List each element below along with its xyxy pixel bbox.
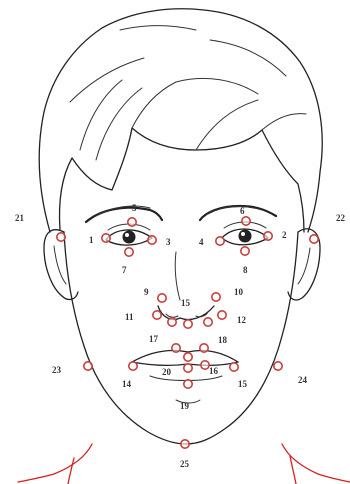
hair-outline xyxy=(39,9,322,232)
landmark-point-22 xyxy=(310,235,318,243)
landmark-label-14: 14 xyxy=(122,379,132,389)
landmark-label-20: 20 xyxy=(162,367,172,377)
landmark-point-3 xyxy=(148,236,156,244)
landmark-label-23: 23 xyxy=(52,365,62,375)
landmark-point-15a xyxy=(184,320,192,328)
landmark-point-19 xyxy=(184,380,192,388)
landmark-label-21: 21 xyxy=(15,213,25,223)
landmark-label-2: 2 xyxy=(282,230,287,240)
landmark-label-7: 7 xyxy=(122,265,127,275)
landmark-point-2 xyxy=(264,232,272,240)
landmark-label-3: 3 xyxy=(166,237,171,247)
landmark-point-15b xyxy=(230,363,238,371)
landmark-point-4 xyxy=(216,237,224,245)
landmark-point-5 xyxy=(128,218,136,226)
landmark-point-23 xyxy=(84,362,92,370)
landmark-label-5: 5 xyxy=(132,203,137,213)
landmark-label-17: 17 xyxy=(149,334,159,344)
landmark-points xyxy=(57,217,318,448)
landmark-point-20-1 xyxy=(184,364,192,372)
landmark-point-20 xyxy=(184,353,192,361)
landmark-point-25 xyxy=(181,440,189,448)
landmark-point-24 xyxy=(274,362,282,370)
landmark-label-1: 1 xyxy=(89,235,94,245)
landmark-point-1 xyxy=(102,234,110,242)
landmark-point-16 xyxy=(201,361,209,369)
landmark-point-8 xyxy=(241,247,249,255)
landmark-point-6 xyxy=(242,217,250,225)
landmark-point-17 xyxy=(172,344,180,352)
landmark-point-12 xyxy=(218,311,226,319)
landmark-point-7 xyxy=(125,248,133,256)
landmark-label-22: 22 xyxy=(336,213,346,223)
nose xyxy=(158,252,214,320)
landmark-point-14 xyxy=(129,362,137,370)
landmark-label-24: 24 xyxy=(298,375,308,385)
landmark-point-15a-1 xyxy=(168,318,176,326)
left-eyebrow xyxy=(86,206,162,222)
landmark-label-8: 8 xyxy=(243,265,248,275)
landmark-point-15a-2 xyxy=(204,318,212,326)
landmark-point-11 xyxy=(153,311,161,319)
landmark-point-18 xyxy=(200,344,208,352)
landmark-label-16: 16 xyxy=(209,366,219,376)
landmark-label-6: 6 xyxy=(240,206,245,216)
landmark-label-19: 19 xyxy=(180,401,190,411)
landmark-label-12: 12 xyxy=(237,315,247,325)
right-eyebrow xyxy=(200,206,276,220)
landmark-label-9: 9 xyxy=(144,287,149,297)
landmark-label-18: 18 xyxy=(218,335,228,345)
landmark-label-15b: 15 xyxy=(238,379,248,389)
face-outline xyxy=(64,232,298,444)
landmark-point-21 xyxy=(57,233,65,241)
landmark-label-25: 25 xyxy=(180,459,190,469)
landmark-point-9 xyxy=(158,294,166,302)
landmark-point-10 xyxy=(212,293,220,301)
left-eye xyxy=(106,224,152,245)
landmark-label-10: 10 xyxy=(234,287,244,297)
landmark-label-11: 11 xyxy=(125,312,134,322)
landmark-label-15a: 15 xyxy=(181,298,191,308)
landmark-label-4: 4 xyxy=(199,237,204,247)
